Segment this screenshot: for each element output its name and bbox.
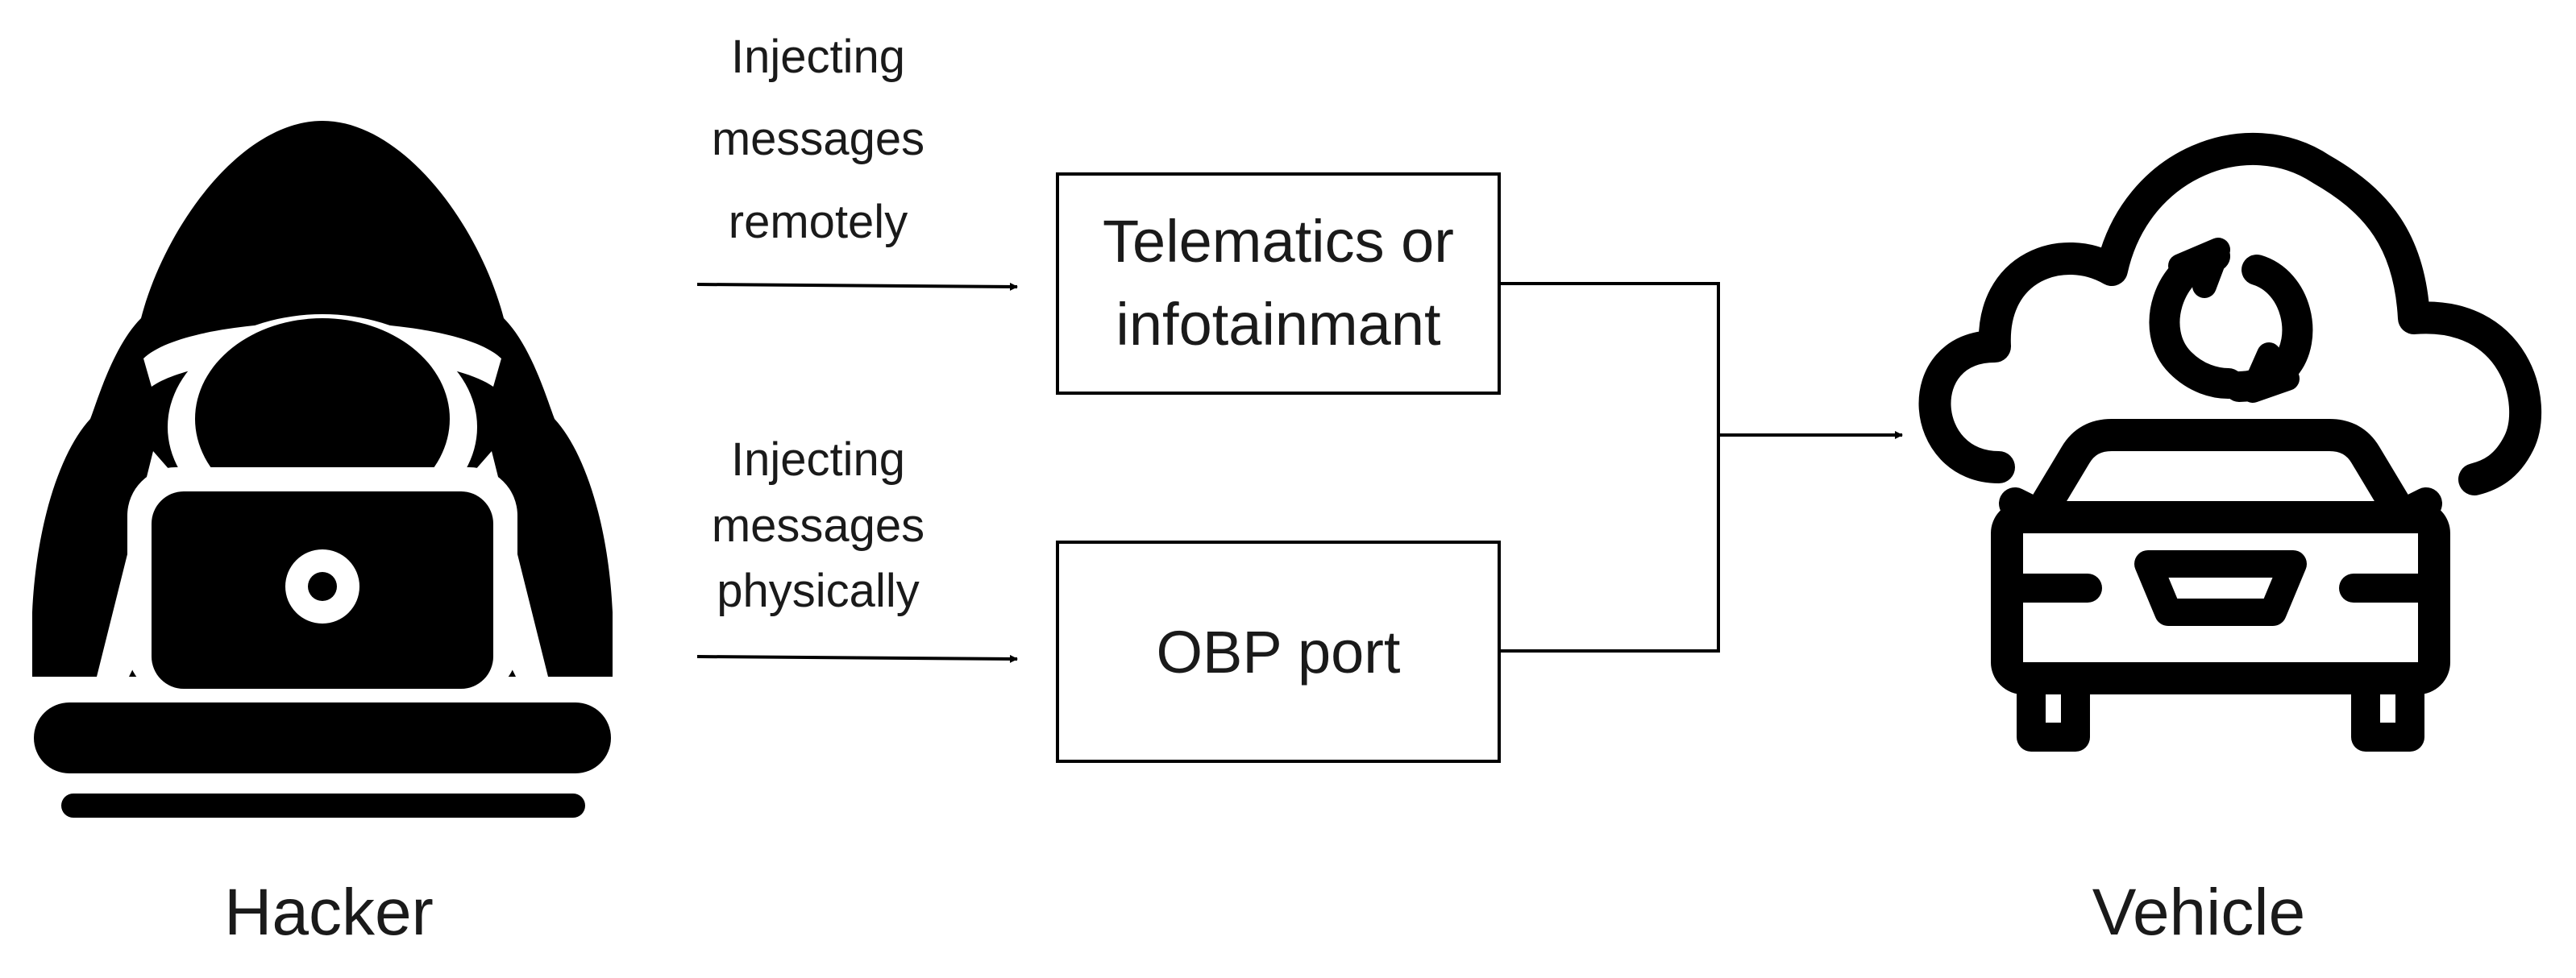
remote-arrow xyxy=(696,282,1018,291)
obp-connector xyxy=(1499,435,1720,653)
obp-port-label: OBP port xyxy=(1156,619,1400,686)
hacker-label: Hacker xyxy=(224,876,434,949)
physical-label-line-2: messages xyxy=(712,499,924,552)
physical-label-line-3: physically xyxy=(717,565,919,617)
physical-edge-label: Injecting messages physically xyxy=(712,433,924,617)
remote-label-line-2: messages xyxy=(712,113,924,165)
telematics-label-line-1: Telematics or xyxy=(1103,208,1454,275)
remote-label-line-3: remotely xyxy=(729,196,908,248)
telematics-connector xyxy=(1499,282,1720,435)
remote-edge-label: Injecting messages remotely xyxy=(712,31,924,248)
hooded-hacker-laptop-icon xyxy=(32,121,613,818)
vehicle-label: Vehicle xyxy=(2092,876,2305,949)
car-cloud-sync-icon xyxy=(1918,133,2542,752)
physical-arrow xyxy=(696,654,1018,663)
telematics-box xyxy=(1056,172,1501,395)
physical-label-line-1: Injecting xyxy=(731,433,905,486)
telematics-label-line-2: infotainmant xyxy=(1116,291,1441,358)
obp-port-box xyxy=(1056,541,1501,763)
remote-label-line-1: Injecting xyxy=(731,31,905,83)
